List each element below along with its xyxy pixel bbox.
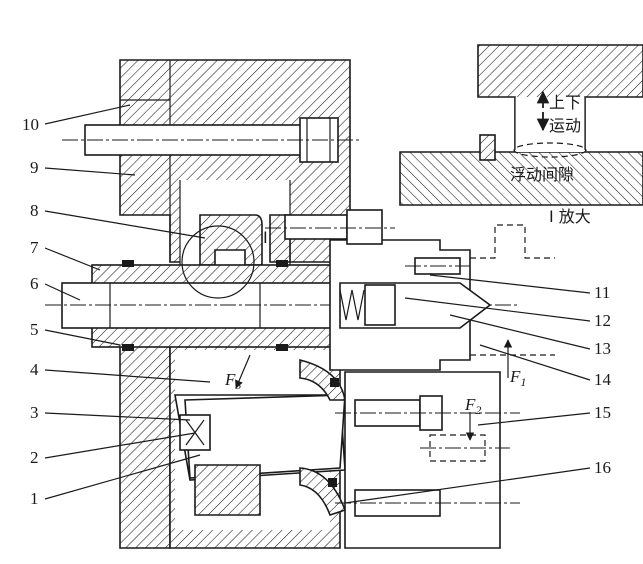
force-f1: F1 [509, 367, 526, 389]
leader-lines [44, 104, 591, 504]
callout-2: 2 [30, 448, 39, 467]
motion-label-line1: 上下 [549, 93, 581, 112]
callout-5: 5 [30, 320, 39, 339]
callout-4: 4 [30, 360, 39, 379]
callout-3: 3 [30, 403, 39, 422]
force-f3: F3 [224, 370, 241, 392]
callout-10: 10 [22, 115, 39, 134]
clamp-jaw [179, 180, 291, 270]
piston-housing [265, 209, 492, 371]
callout-9: 9 [30, 158, 39, 177]
lower-assembly [174, 358, 520, 549]
callout-12: 12 [594, 311, 611, 330]
detail-view [399, 44, 643, 206]
force-f2: F2 [464, 395, 481, 417]
callout-1: 1 [30, 489, 39, 508]
motion-label-line2: 运动 [549, 116, 581, 135]
callout-6: 6 [30, 274, 39, 293]
gap-label: 浮动间隙 [510, 165, 574, 184]
callout-11: 11 [594, 283, 610, 302]
callout-15: 15 [594, 403, 611, 422]
top-bolt [62, 117, 360, 163]
detail-caption: I 放大 [549, 207, 591, 226]
callout-8: 8 [30, 201, 39, 220]
callout-7: 7 [30, 238, 39, 257]
callout-13: 13 [594, 339, 611, 358]
callout-14: 14 [594, 370, 612, 389]
workpiece-outline [470, 224, 555, 356]
callout-16: 16 [594, 458, 611, 477]
detail-marker: I [263, 228, 268, 247]
detail-circle [181, 225, 255, 299]
force-arrows [235, 339, 513, 441]
